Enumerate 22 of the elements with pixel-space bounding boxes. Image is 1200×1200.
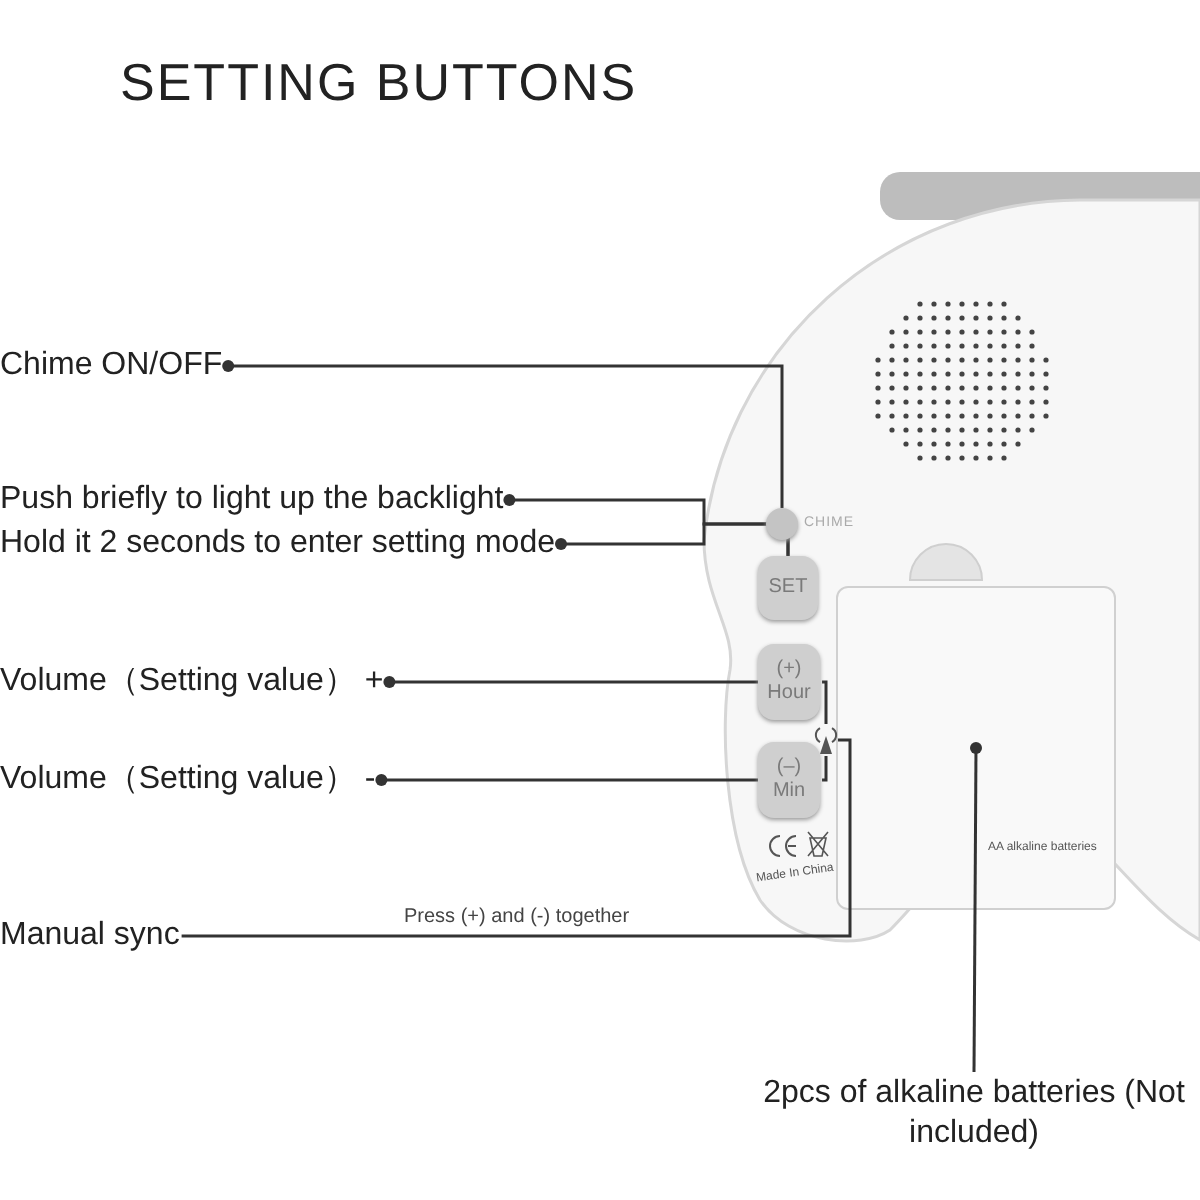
minute-button: (–) Min [758,742,820,818]
callout-text: Manual sync [0,916,180,956]
edge-label: Press (+) and (-) together [400,906,634,928]
callout-text: Volume（Setting value） - [0,760,376,800]
antenna-icon [814,724,838,756]
callout-text: Push briefly to light up the backlight [0,480,504,520]
battery-note: 2pcs of alkaline batteries (Not included) [734,1074,1200,1154]
battery-cover [836,586,1116,910]
leader-line [375,774,758,786]
leader-line [222,360,784,508]
leader-line [970,742,982,1072]
set-button: SET [758,556,818,620]
leader-line [181,738,852,938]
callout-text: Hold it 2 seconds to enter setting mode [0,524,555,564]
callout-text: Volume（Setting value） + [0,662,384,702]
title: SETTING BUTTONS [120,52,638,114]
callout-text: Chime ON/OFF [0,346,223,386]
leader-line [555,522,790,556]
leader-line [822,756,828,782]
leader-line [383,676,758,688]
hour-button: (+) Hour [758,644,820,720]
leader-line [822,680,828,724]
